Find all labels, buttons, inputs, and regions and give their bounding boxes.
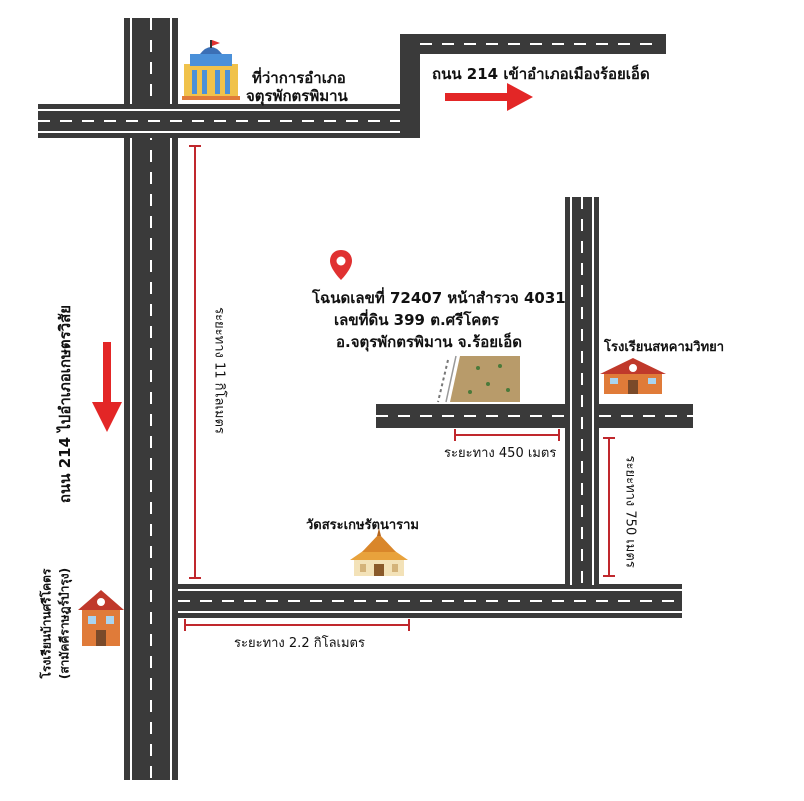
bottom-road [178,584,682,618]
distance-450m-label: ระยะทาง 450 เมตร [444,446,557,461]
right-vertical-road [565,197,599,585]
district-office-icon [182,40,240,100]
distance-11km-label: ระยะทาง 11 กิโลเมตร [211,307,227,434]
highway-north-label: ถนน 214 เข้าอำเภอเมืองร้อยเอ็ด [432,65,650,83]
school-west-icon [78,590,124,646]
school-access-road [599,404,693,428]
measure-11km-line [189,145,201,579]
main-highway-road [124,18,178,780]
deed-line-2: เลขที่ดิน 399 ต.ศรีโคตร [334,311,500,329]
measure-2-2km-line [184,619,410,631]
deed-line-1: โฉนดเลขที่ 72407 หน้าสำรวจ 4031 [312,289,566,307]
highway-south-label: ถนน 214 ไปอำเภอเกษตรวิสัย [56,304,74,504]
measure-450m-line [454,429,560,441]
distance-750m-label: ระยะทาง 750 เมตร [622,455,638,568]
school-east-icon [600,358,666,394]
school-east-label: โรงเรียนสหคามวิทยา [604,340,725,355]
land-plot-icon [437,355,520,403]
arrow-right-icon [445,83,533,111]
distance-2-2km-label: ระยะทาง 2.2 กิโลเมตร [234,636,365,651]
location-pin-icon [330,250,352,280]
school-west-label-1: โรงเรียนบ้านศรีโคตร [39,568,54,679]
temple-icon [350,528,408,576]
top-road [38,104,420,138]
land-access-road [376,404,566,428]
northeast-road [400,34,666,54]
measure-750m-line [603,437,615,577]
arrow-down-icon [92,342,122,432]
deed-line-3: อ.จตุรพักตรพิมาน จ.ร้อยเอ็ด [336,333,522,351]
school-west-label-2: (สามัคคีราษฎร์บำรุง) [57,567,72,680]
district-office-label-1: ที่ว่าการอำเภอ [252,69,346,87]
northeast-connector-road [400,34,420,138]
temple-label: วัดสระเกษรัตนาราม [306,518,419,533]
district-office-label-2: จตุรพักตรพิมาน [246,87,348,105]
